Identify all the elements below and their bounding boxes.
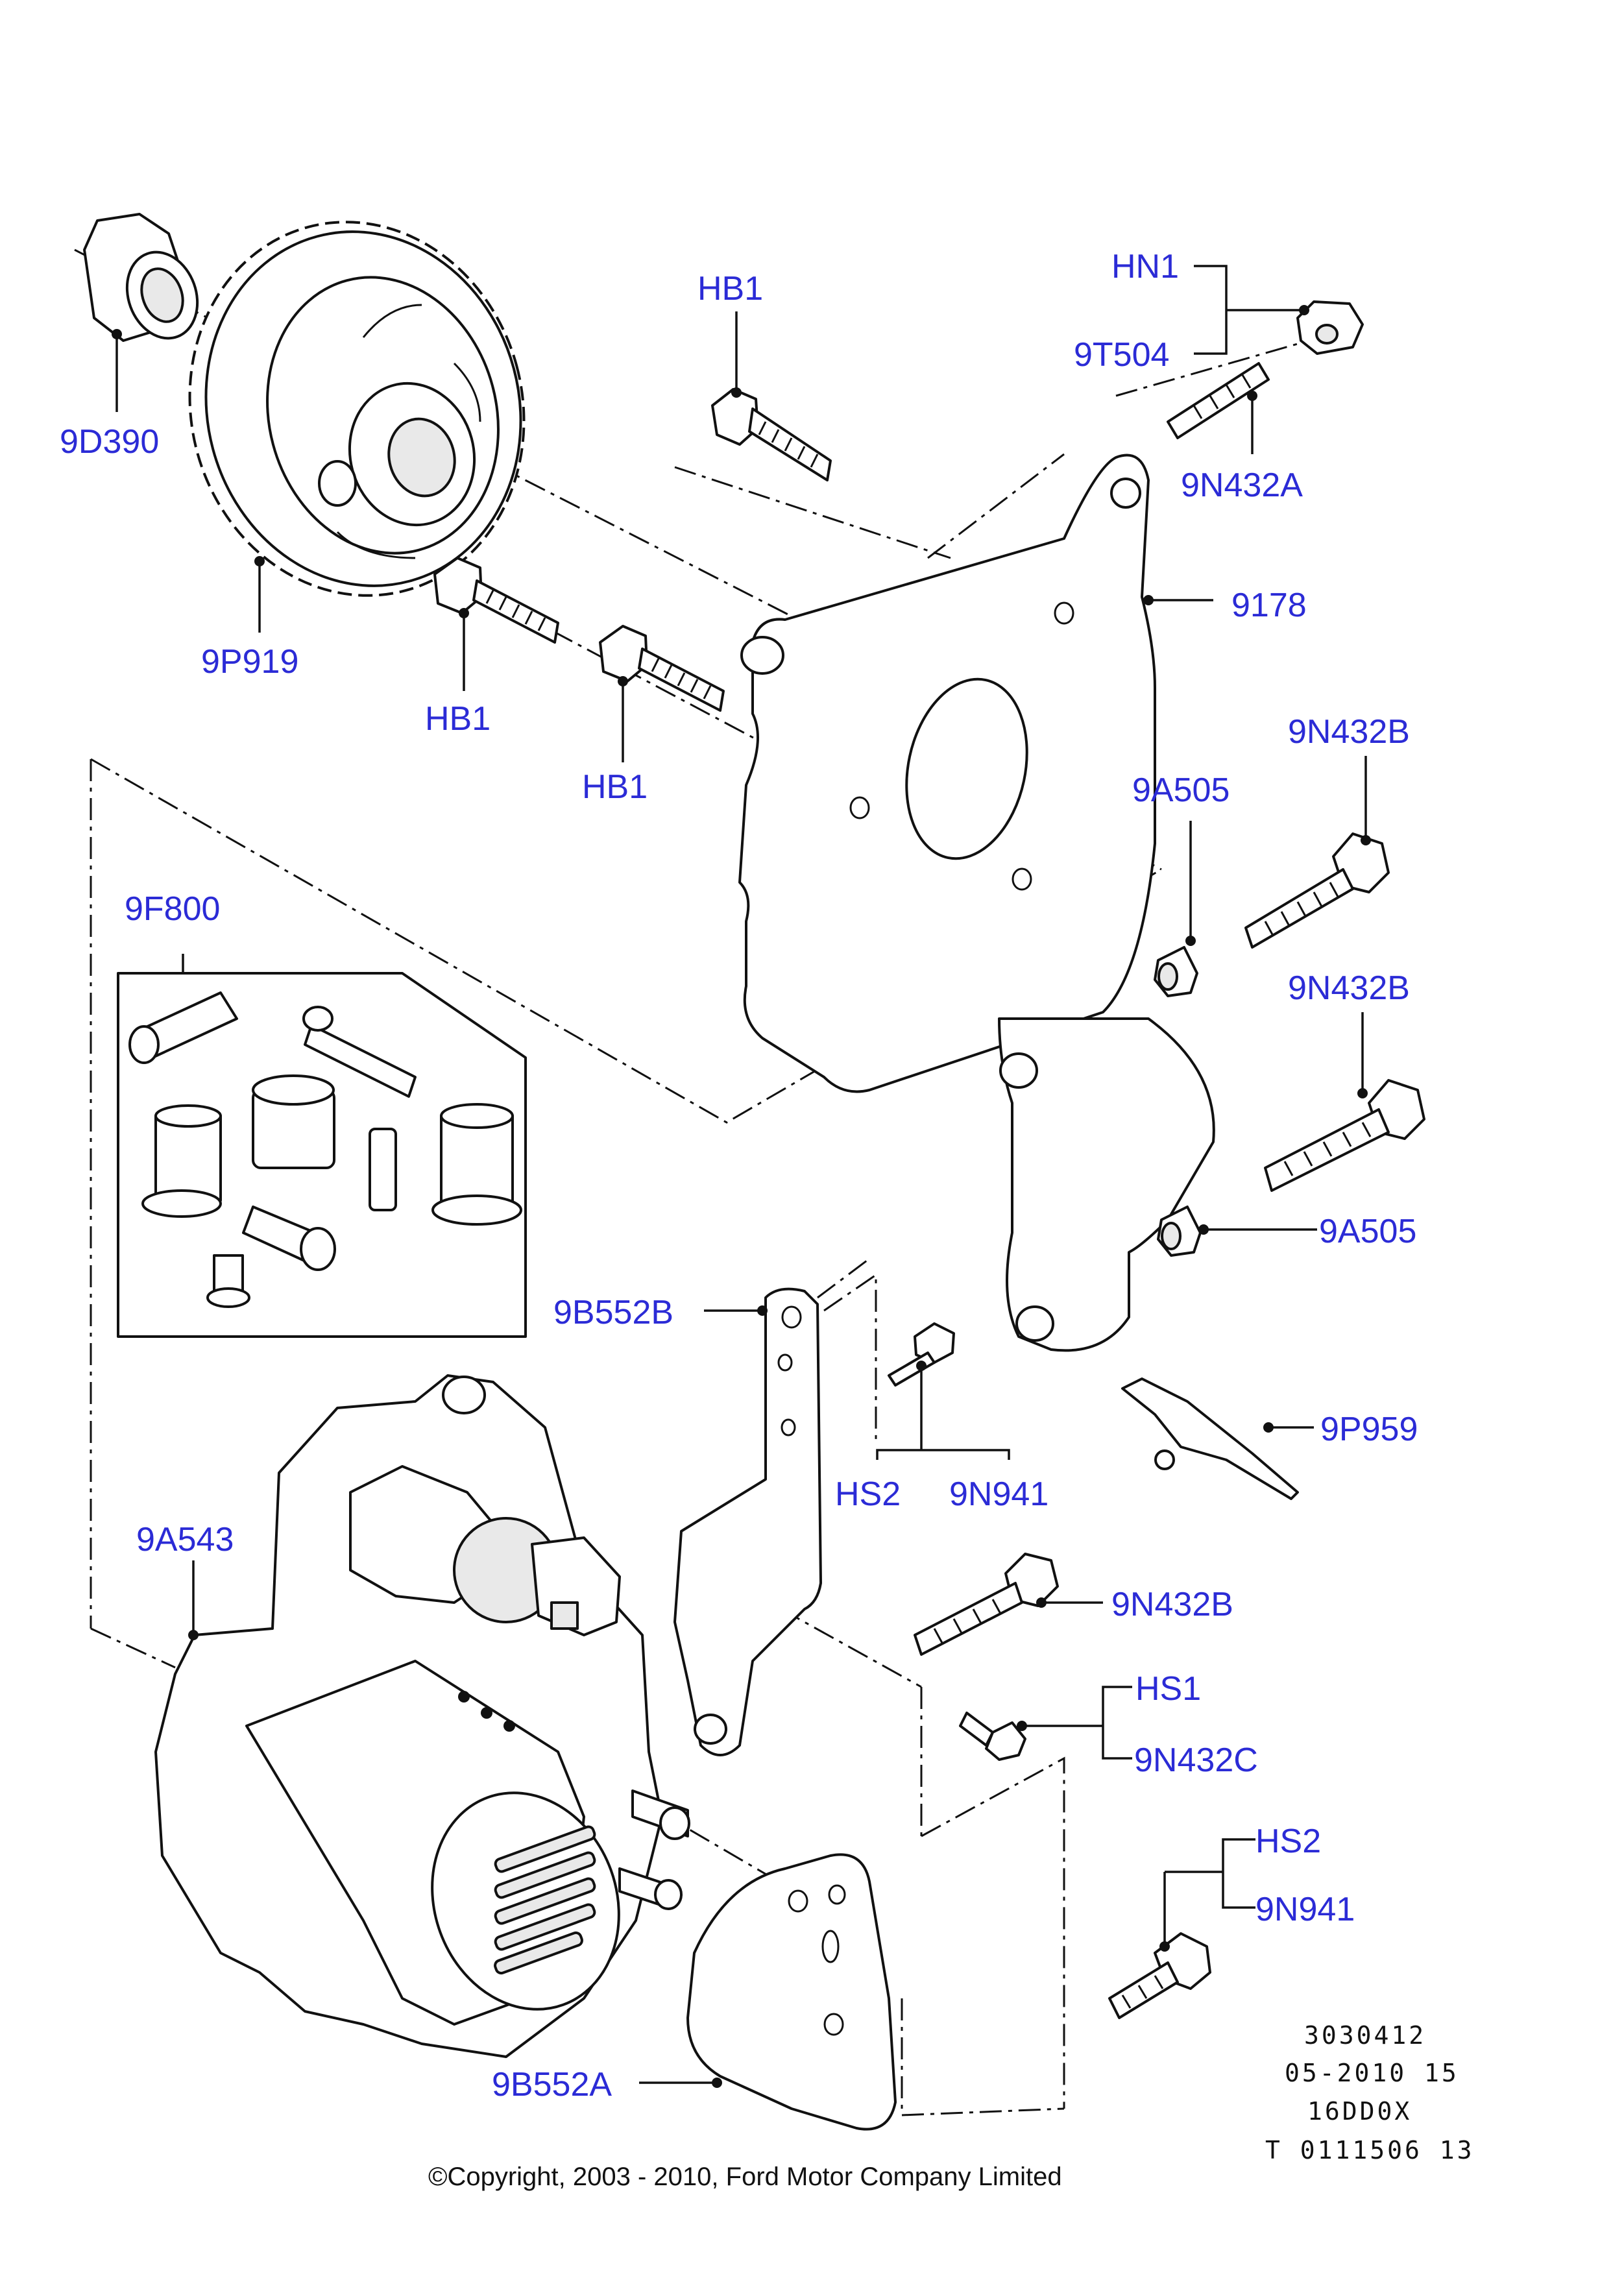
kit-cup-2 (431, 1103, 522, 1226)
bush-9a505-2 (1157, 1206, 1202, 1257)
label-9n432b-3: 9N432B (1111, 1586, 1233, 1623)
label-9a543: 9A543 (136, 1521, 234, 1558)
clip-9p959 (1121, 1377, 1299, 1500)
ref-code-1: 3030412 (1304, 2021, 1426, 2050)
label-9n432a: 9N432A (1181, 467, 1303, 504)
label-9n432c: 9N432C (1134, 1741, 1258, 1779)
label-9a505-2: 9A505 (1319, 1213, 1416, 1250)
label-hn1: HN1 (1111, 248, 1179, 285)
bolt-9n432b-3 (914, 1553, 1059, 1656)
label-9b552b: 9B552B (553, 1294, 673, 1331)
bracket-plate-9178 (738, 454, 1215, 1352)
ref-code-2: 05-2010 15 (1285, 2059, 1459, 2087)
label-hb1-mid: HB1 (425, 700, 491, 738)
timing-gear-9p919 (188, 221, 526, 597)
bracket-9b552a (686, 1853, 897, 2131)
label-9b552a: 9B552A (492, 2066, 612, 2103)
leader-lines (112, 265, 1371, 2088)
label-9p959: 9P959 (1320, 1411, 1418, 1448)
label-9n941-1: 9N941 (949, 1475, 1048, 1513)
kit-box-9f800 (117, 972, 527, 1338)
label-hs2-2: HS2 (1255, 1823, 1321, 1860)
bolt-hb1-mid (433, 557, 559, 644)
screw-hs1 (959, 1712, 1026, 1761)
kit-pin-1 (302, 1006, 417, 1098)
kit-plunger (242, 1206, 336, 1271)
label-9n941-2: 9N941 (1255, 1891, 1355, 1928)
pump-9a543 (154, 1374, 690, 2058)
label-hb1-low: HB1 (582, 768, 648, 806)
label-9n432b-2: 9N432B (1288, 969, 1410, 1007)
nut-9d390 (83, 213, 199, 342)
stud-9n432a (1167, 362, 1270, 439)
ref-code-4: T 0111506 13 (1265, 2136, 1475, 2164)
label-hb1-top: HB1 (697, 270, 763, 308)
bush-9a505-1 (1154, 946, 1198, 997)
label-9n432b-1: 9N432B (1288, 713, 1410, 751)
bolt-hb1-low (599, 625, 725, 712)
kit-cup-1 (141, 1104, 222, 1218)
nut-hn1 (1296, 300, 1364, 355)
label-hs1: HS1 (1135, 1670, 1201, 1708)
label-9f800: 9F800 (125, 890, 220, 928)
kit-sleeve-1 (128, 991, 238, 1064)
bolt-hb1-top (711, 388, 832, 481)
part-labels: 9D390 9P919 HB1 HB1 HB1 HN1 9T504 9N432A… (60, 248, 1418, 2103)
bolt-9n432b-2 (1264, 1079, 1425, 1192)
copyright-notice: ©Copyright, 2003 - 2010, Ford Motor Comp… (428, 2163, 1062, 2191)
label-9d390: 9D390 (60, 423, 159, 461)
ref-code-3: 16DD0X (1307, 2097, 1412, 2126)
label-9t504: 9T504 (1074, 336, 1169, 374)
bolt-9n432b-1 (1244, 832, 1390, 949)
label-9p919: 9P919 (201, 643, 298, 681)
bracket-9b552b (673, 1287, 822, 1756)
reference-codes: 3030412 05-2010 15 16DD0X T 0111506 13 (1265, 2021, 1475, 2164)
pump-fins (494, 1825, 596, 1975)
label-9178: 9178 (1231, 587, 1307, 624)
kit-cap (252, 1074, 335, 1169)
kit-screw (206, 1254, 250, 1308)
label-9a505-1: 9A505 (1132, 771, 1230, 809)
kit-pin-2 (369, 1128, 397, 1211)
label-hs2-1: HS2 (835, 1475, 901, 1513)
